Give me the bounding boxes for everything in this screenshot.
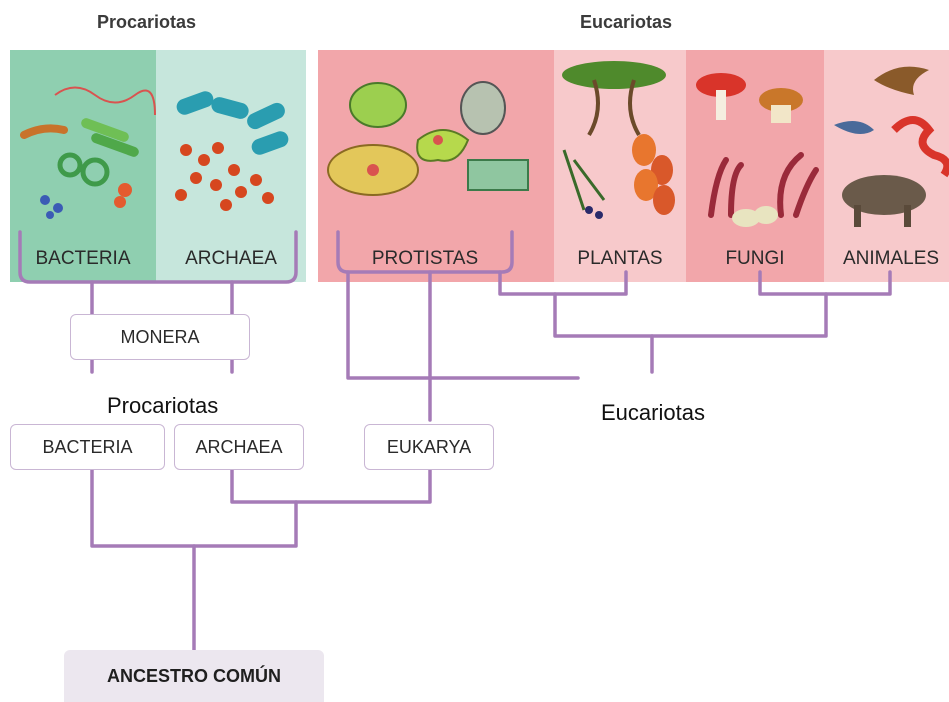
archaea-eukarya-join [232, 470, 430, 502]
bacteria-join [92, 470, 296, 546]
eukarya-box: EUKARYA [364, 424, 494, 470]
bacteria-box: BACTERIA [10, 424, 165, 470]
plantas-join [500, 272, 626, 294]
common-ancestor-box: ANCESTRO COMÚN [64, 650, 324, 702]
archaea-box: ARCHAEA [174, 424, 304, 470]
protistas-left-stem [348, 272, 578, 378]
prokaryotes-tree-label: Procariotas [107, 393, 218, 419]
monera-box: MONERA [70, 314, 250, 360]
upper-join [555, 294, 826, 336]
eukaryotes-tree-label: Eucariotas [601, 400, 705, 426]
fungi-animales-join [760, 272, 890, 294]
prokaryote-bracket [20, 232, 296, 282]
protistas-bracket [338, 232, 512, 272]
